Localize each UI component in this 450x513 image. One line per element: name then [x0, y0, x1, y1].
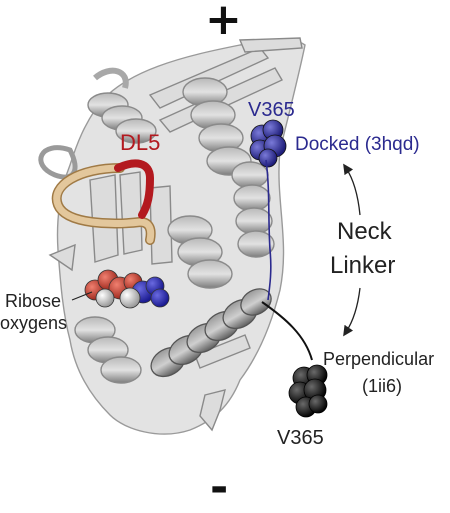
dl5-tan-fill — [53, 164, 155, 244]
arrow-lower — [343, 287, 361, 337]
beta-arrow-left — [48, 243, 76, 272]
loop-left — [38, 145, 78, 180]
label-v365-top: V365 — [248, 99, 295, 121]
label-oxygens: oxygens — [0, 313, 68, 333]
v365-docked-spheres — [249, 119, 287, 168]
beta-strand-3 — [238, 37, 303, 53]
helix-lower-left — [74, 316, 142, 384]
helix-dark — [150, 288, 272, 378]
helix-middle — [167, 215, 233, 289]
arrow-upper — [343, 163, 361, 216]
label-dl5: DL5 — [120, 130, 161, 155]
beta-strand-8 — [194, 334, 251, 369]
kinesin-structure-figure — [38, 37, 361, 435]
loop-upper — [93, 67, 129, 89]
ribose-leader-line — [71, 291, 93, 301]
dl5-loop — [51, 159, 156, 245]
label-docked: Docked (3hqd) — [295, 134, 420, 155]
dl5-red-segment — [114, 159, 155, 219]
plus-sign: + — [205, 0, 242, 45]
neck-linker-arrow — [343, 163, 361, 337]
beta-strand-7 — [199, 389, 226, 432]
protein-cartoon — [38, 37, 306, 435]
neck-linker-perpendicular — [261, 301, 313, 361]
label-ribose: Ribose — [5, 291, 62, 311]
nucleotide-spheres — [84, 269, 170, 309]
helix-upper-left — [87, 92, 157, 144]
label-perpendicular: Perpendicular — [323, 349, 435, 369]
label-neck: Neck — [337, 218, 392, 245]
minus-sign: - — [210, 462, 229, 513]
neck-linker-docked — [265, 159, 272, 301]
label-linker: Linker — [330, 252, 396, 279]
v365-perpendicular-spheres — [288, 364, 328, 418]
helix-top — [182, 77, 252, 176]
label-1ii6: (1ii6) — [362, 376, 403, 396]
label-v365-bottom: V365 — [277, 427, 324, 449]
